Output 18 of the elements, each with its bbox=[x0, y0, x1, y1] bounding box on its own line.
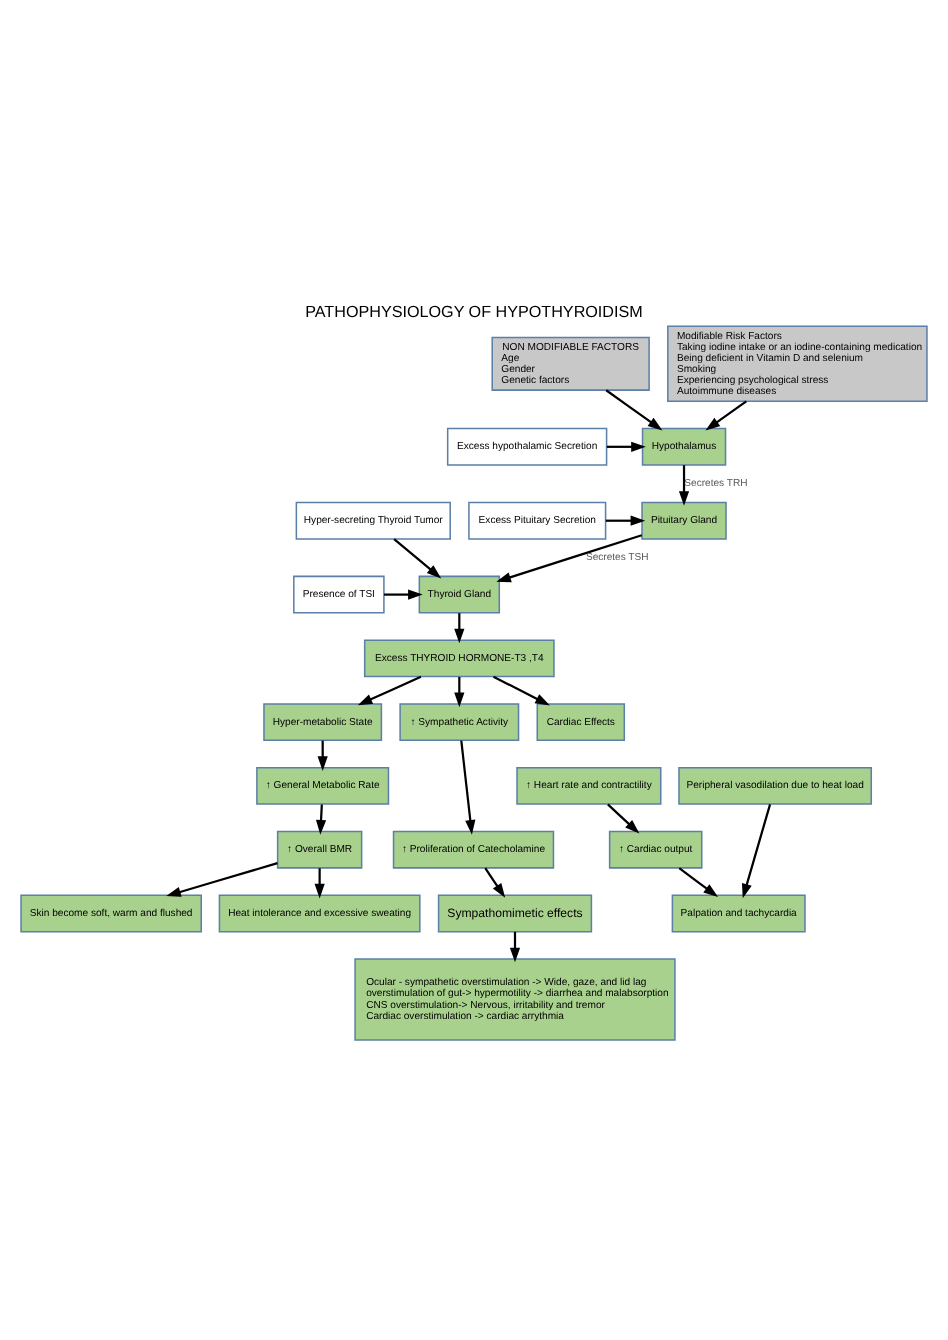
arrow bbox=[315, 804, 327, 835]
arrow bbox=[166, 862, 278, 897]
arrow bbox=[607, 803, 640, 834]
arrow bbox=[678, 465, 690, 506]
diagram-title: PATHOPHYSIOLOGY OF HYPOTHYROIDISM bbox=[305, 303, 643, 322]
arrow bbox=[678, 867, 719, 898]
arrow bbox=[605, 515, 646, 526]
arrow bbox=[384, 589, 423, 600]
arrow bbox=[606, 441, 646, 452]
arrow bbox=[496, 534, 643, 583]
arrow bbox=[460, 740, 476, 835]
arrow bbox=[357, 675, 422, 706]
arrow bbox=[605, 389, 663, 431]
arrow bbox=[705, 400, 747, 431]
arrow bbox=[741, 804, 772, 899]
arrow bbox=[492, 675, 550, 706]
arrow bbox=[484, 867, 506, 898]
arrow bbox=[393, 538, 442, 579]
